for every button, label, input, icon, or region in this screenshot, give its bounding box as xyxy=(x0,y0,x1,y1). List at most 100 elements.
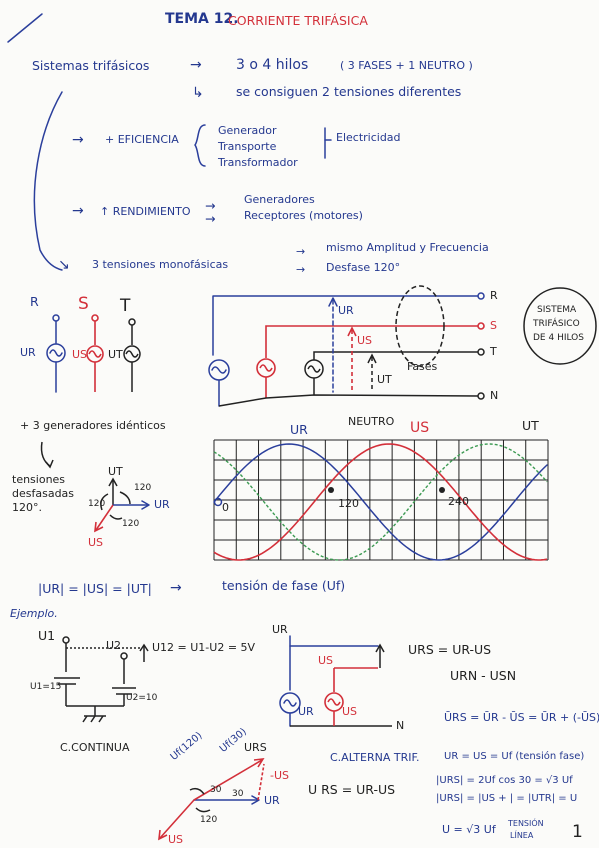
efficiency-label: + EFICIENCIA xyxy=(105,133,179,146)
performance-label: ↑ RENDIMIENTO xyxy=(100,205,191,218)
bubble-line-2: TRIFÁSICO xyxy=(533,319,580,329)
phasor-note-1: tensiones xyxy=(12,473,66,486)
intro-arrow-1: → xyxy=(190,57,202,73)
phasor-angle-1: 120 xyxy=(134,483,152,493)
efficiency-item-1: Generador xyxy=(218,124,277,137)
phasor2-angle-2: 30 xyxy=(232,789,244,799)
example-label: Ejemplo. xyxy=(10,607,58,620)
bubble-line-3: DE 4 HILOS xyxy=(533,333,584,343)
performance-arrow: → xyxy=(72,203,84,219)
gen-label-r: R xyxy=(30,294,39,309)
phasor-label-us: US xyxy=(88,536,104,549)
footer-label-2: LÍNEA xyxy=(510,831,534,840)
efficiency-arrow: → xyxy=(72,132,84,148)
performance-arrow-a: → xyxy=(205,198,216,213)
voltages-arrow-b: → xyxy=(296,263,306,276)
wave-label-ut: UT xyxy=(522,418,539,433)
phasor-angle-2: 120 xyxy=(88,499,106,509)
dc-caption: C.CONTINUA xyxy=(60,741,130,754)
phasor2-angle-3: 120 xyxy=(200,815,218,825)
gen-source-ur: UR xyxy=(20,346,36,359)
phasor-note-3: 120°. xyxy=(12,501,42,514)
intro-def1: 3 o 4 hilos xyxy=(236,57,309,73)
system-voltage-ur: UR xyxy=(338,304,354,317)
footer-label-1: TENSIÓN xyxy=(508,819,544,828)
ac-formula-1: URS = UR-US xyxy=(408,642,492,657)
ac-src-s: US xyxy=(342,705,358,718)
wave-label-ur: UR xyxy=(290,422,308,437)
phasor2-label-minus-us: -US xyxy=(270,769,290,782)
system-neutro-label: NEUTRO xyxy=(348,415,395,428)
phasor-note-2: desfasadas xyxy=(12,487,75,500)
dc-left-source: U1=15 xyxy=(30,682,62,692)
phase-voltage-formula: |UR| = |US| = |UT| xyxy=(38,581,152,596)
right-formula-4: |URS| = |US + | = |UTR| = U xyxy=(436,793,578,804)
voltages-item-2: Desfase 120° xyxy=(326,261,401,274)
phasor2-label-urs: URS xyxy=(244,741,267,754)
ac-us: US xyxy=(318,654,334,667)
ac-formula-2: URN - USN xyxy=(450,668,517,683)
ac-ur: UR xyxy=(272,623,288,636)
wave-us-curve xyxy=(213,443,548,561)
phasor-angle-3: 120 xyxy=(122,519,140,529)
performance-item-2: Receptores (motores) xyxy=(244,209,363,222)
system-line-n: N xyxy=(490,389,499,402)
dc-u2: U2 xyxy=(106,639,122,652)
phase-voltage-arrow: → xyxy=(170,580,182,596)
system-line-s: S xyxy=(490,319,497,332)
title-tema: TEMA 12. xyxy=(165,11,239,27)
voltages-item-1: mismo Amplitud y Frecuencia xyxy=(326,241,489,254)
system-line-t: T xyxy=(490,345,497,358)
system-fases-label: Fases xyxy=(407,360,438,373)
voltages-arrow-a: → xyxy=(296,245,306,258)
generators-note: + 3 generadores idénticos xyxy=(20,419,166,432)
performance-item-1: Generadores xyxy=(244,193,315,206)
right-formula-2: UR = US = Uf (tensión fase) xyxy=(444,751,585,762)
efficiency-item-2: Transporte xyxy=(218,140,277,153)
system-line-r: R xyxy=(490,289,498,302)
intro-def1-note: ( 3 FASES + 1 NEUTRO ) xyxy=(340,59,473,72)
ac-caption: C.ALTERNA TRIF. xyxy=(330,751,420,764)
phasor2-formula: U RS = UR-US xyxy=(308,782,396,797)
wave-mark-120: 120 xyxy=(338,497,359,510)
system-voltage-us: US xyxy=(357,334,373,347)
ac-neutral: N xyxy=(396,719,405,732)
voltages-label: 3 tensiones monofásicas xyxy=(92,258,229,271)
efficiency-item-3: Transformador xyxy=(218,156,298,169)
dc-formula: U12 = U1-U2 = 5V xyxy=(152,641,256,654)
wave-ut-curve xyxy=(213,443,548,561)
page-number: 1 xyxy=(572,822,583,842)
phasor2-angle-1: 30 xyxy=(210,785,222,795)
phasor2-label-ur: UR xyxy=(264,794,280,807)
wave-label-us: US xyxy=(410,420,430,436)
phase-voltage-label: tensión de fase (Uf) xyxy=(222,578,346,593)
wave-mark-0: 0 xyxy=(222,501,229,514)
efficiency-target: Electricidad xyxy=(336,131,401,144)
gen-label-s: S xyxy=(78,294,89,314)
bubble-line-1: SISTEMA xyxy=(537,305,577,315)
dc-u1: U1 xyxy=(38,628,56,643)
right-formula-5: U = √3 Uf xyxy=(442,823,496,836)
right-formula-3: |URS| = 2Uf cos 30 = √3 Uf xyxy=(436,775,573,786)
ac-src-r: UR xyxy=(298,705,314,718)
wave-mark-240: 240 xyxy=(448,495,469,508)
voltages-arrow: ↘ xyxy=(58,257,70,273)
phasor-label-ut: UT xyxy=(108,465,123,478)
intro-term: Sistemas trifásicos xyxy=(32,58,150,73)
gen-source-us: US xyxy=(72,348,88,361)
gen-label-t: T xyxy=(120,296,131,316)
intro-def2: se consiguen 2 tensiones diferentes xyxy=(236,84,462,99)
wave-ur-curve xyxy=(213,443,548,561)
phasor-label-ur: UR xyxy=(154,498,170,511)
phasor2-label-us: US xyxy=(168,833,184,846)
